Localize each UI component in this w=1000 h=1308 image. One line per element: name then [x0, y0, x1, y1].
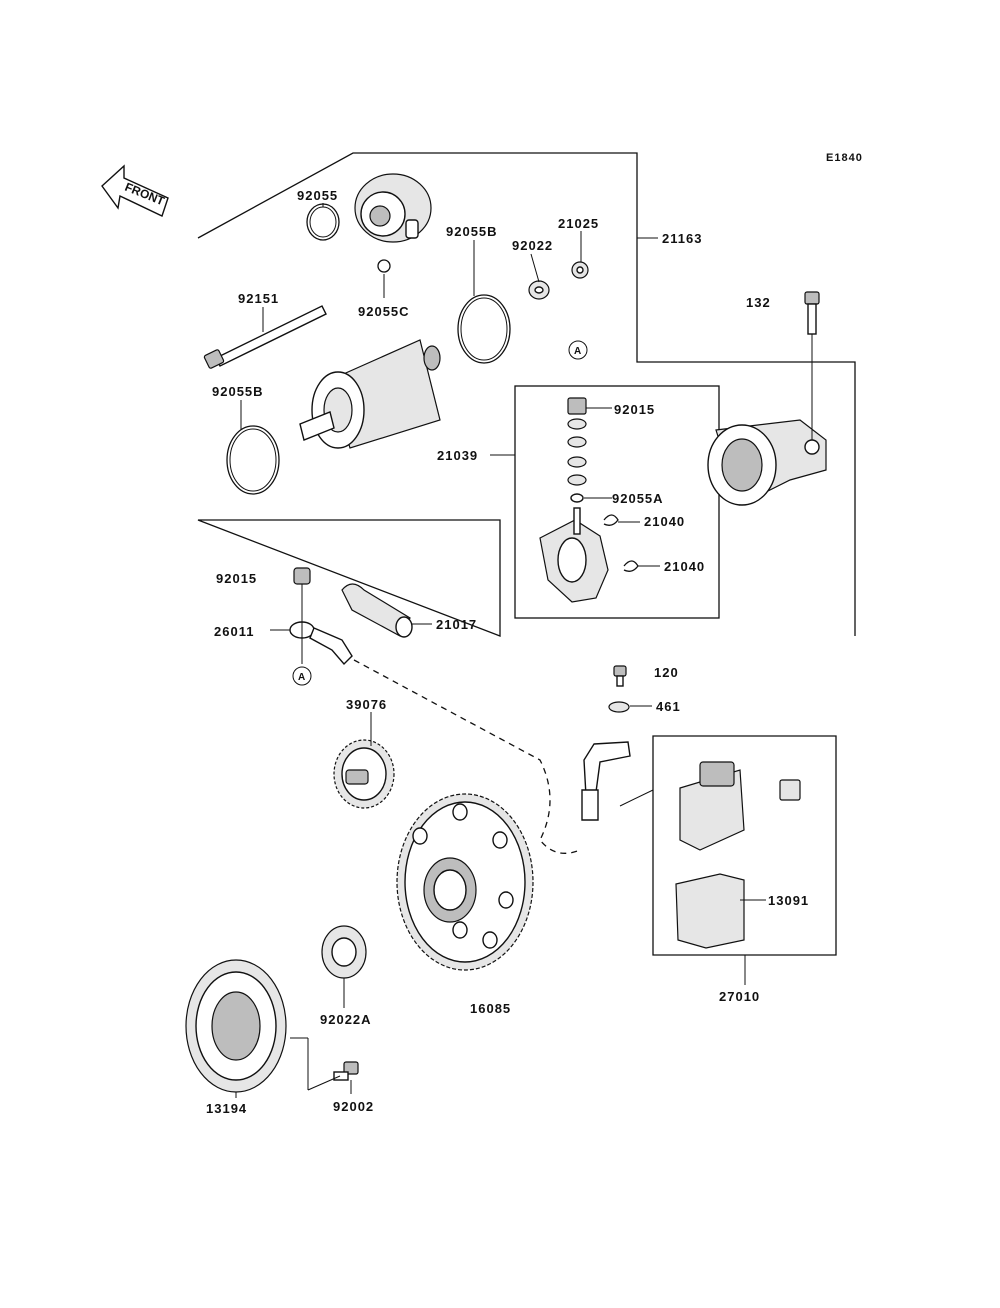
label-21039: 21039: [437, 448, 478, 463]
label-132: 132: [746, 295, 771, 310]
brush-holder-washers: [567, 397, 587, 503]
label-21040-a: 21040: [644, 514, 685, 529]
label-16085: 16085: [470, 1001, 511, 1016]
one-way-clutch-13194: [185, 959, 287, 1093]
svg-text:A: A: [298, 672, 305, 683]
label-13091: 13091: [768, 893, 809, 908]
boot-21017: [341, 583, 413, 638]
label-92015-left: 92015: [216, 571, 257, 586]
label-92002: 92002: [333, 1099, 374, 1114]
starter-front-cover: [707, 419, 827, 506]
label-120: 120: [654, 665, 679, 680]
label-21017: 21017: [436, 617, 477, 632]
relay-group-outline: [652, 735, 837, 956]
label-39076: 39076: [346, 697, 387, 712]
label-21163: 21163: [662, 231, 702, 246]
o-ring-92055C: [377, 259, 391, 273]
washer-461: [608, 701, 630, 713]
leader-lines: [235, 203, 813, 1098]
bolt-92002: [333, 1061, 359, 1081]
bolt-132: [804, 291, 820, 335]
front-arrow-icon: FRONT: [101, 164, 169, 217]
label-21025: 21025: [558, 216, 599, 231]
label-92055C: 92055C: [358, 304, 410, 319]
label-26011: 26011: [214, 624, 254, 639]
relay-cover-13091: [675, 873, 745, 949]
o-ring-92055B-top: [457, 294, 511, 364]
starter-end-cover: [354, 173, 432, 243]
label-92055: 92055: [297, 188, 338, 203]
ref-marker-a-bottom: A: [292, 666, 312, 686]
bolt-120: [613, 665, 627, 677]
terminal-lead: [581, 741, 631, 821]
starter-motor-body: [299, 339, 441, 449]
spring-clip-21040-a: [603, 514, 619, 526]
label-21040-b: 21040: [664, 559, 705, 574]
label-13194: 13194: [206, 1101, 247, 1116]
starter-clutch-gear-16085: [396, 793, 534, 971]
o-ring-92055: [306, 203, 340, 241]
label-92055B-left: 92055B: [212, 384, 264, 399]
spring-clip-21040-b: [623, 560, 639, 572]
svg-text:A: A: [574, 346, 581, 357]
through-bolt-92151: [203, 305, 327, 369]
label-92055A: 92055A: [612, 491, 664, 506]
label-92015-top: 92015: [614, 402, 655, 417]
idle-gear-39076: [333, 739, 395, 809]
brush-holder-outline: [514, 385, 720, 619]
label-27010: 27010: [719, 989, 760, 1004]
nut-92015: [293, 567, 311, 585]
ref-marker-a-top: A: [568, 340, 588, 360]
fuse: [779, 779, 801, 801]
label-461: 461: [656, 699, 681, 714]
starter-relay: [679, 761, 745, 851]
brush-plate: [539, 507, 609, 603]
label-92022A: 92022A: [320, 1012, 372, 1027]
diagram-code: E1840: [826, 152, 863, 164]
o-ring-92055B-left: [226, 425, 280, 495]
starter-motor-assembly-outline: [197, 152, 856, 637]
label-92151: 92151: [238, 291, 279, 306]
label-92022: 92022: [512, 238, 553, 253]
label-92055B-top: 92055B: [446, 224, 498, 239]
